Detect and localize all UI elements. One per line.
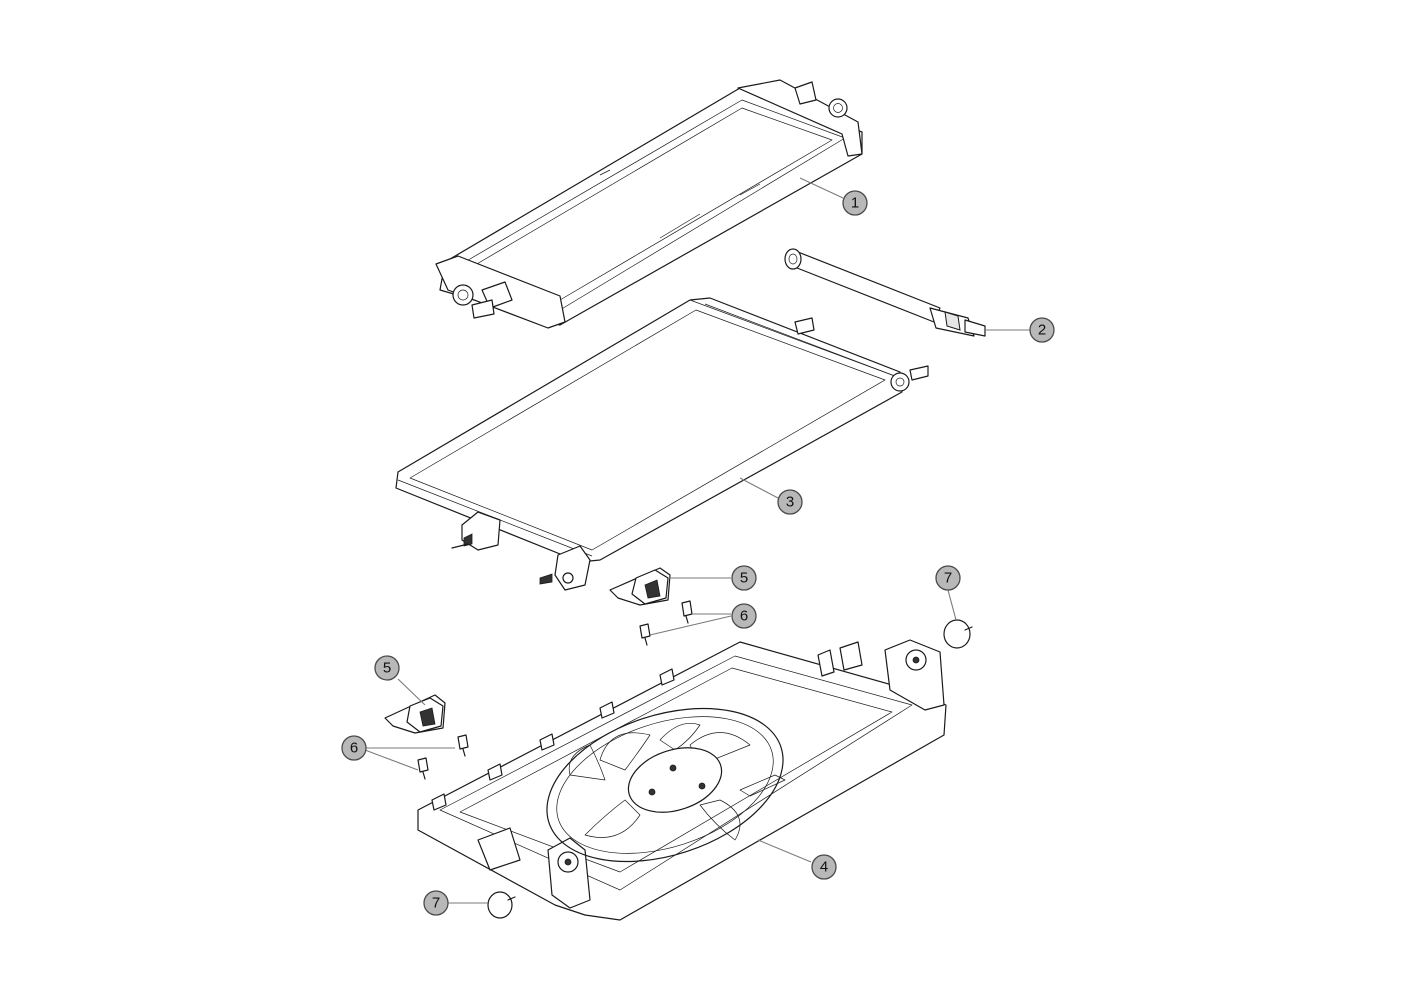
svg-text:5: 5: [740, 570, 748, 587]
svg-text:7: 7: [432, 895, 440, 912]
svg-text:4: 4: [820, 859, 828, 876]
svg-text:7: 7: [944, 570, 952, 587]
callout-6-right: 6: [731, 603, 757, 629]
callout-1: 1: [842, 190, 868, 216]
part-2-pipe: [784, 248, 986, 337]
svg-text:3: 3: [786, 494, 794, 511]
part-7-grommets: [487, 619, 973, 919]
callout-7-left: 7: [423, 890, 449, 916]
callout-5-right: 5: [731, 565, 757, 591]
callout-3: 3: [777, 489, 803, 515]
part-3-condenser: [395, 297, 929, 591]
svg-text:6: 6: [740, 608, 748, 625]
callout-6-left: 6: [341, 735, 367, 761]
callout-2: 2: [1029, 317, 1055, 343]
part-4-fan-shroud: [417, 639, 947, 921]
callouts: 1 2 3 4 5 5 6 6: [341, 190, 1055, 916]
svg-text:1: 1: [851, 195, 859, 212]
svg-text:6: 6: [350, 740, 358, 757]
svg-text:2: 2: [1038, 322, 1046, 339]
part-5-bracket-left: [384, 694, 446, 734]
part-1-radiator: [435, 79, 863, 329]
callout-4: 4: [811, 854, 837, 880]
leader-lines: [364, 177, 1030, 904]
svg-text:5: 5: [383, 660, 391, 677]
part-6-screws: [417, 600, 693, 780]
callout-7-right: 7: [935, 565, 961, 591]
part-5-bracket-right: [609, 567, 671, 606]
callout-5-left: 5: [374, 655, 400, 681]
